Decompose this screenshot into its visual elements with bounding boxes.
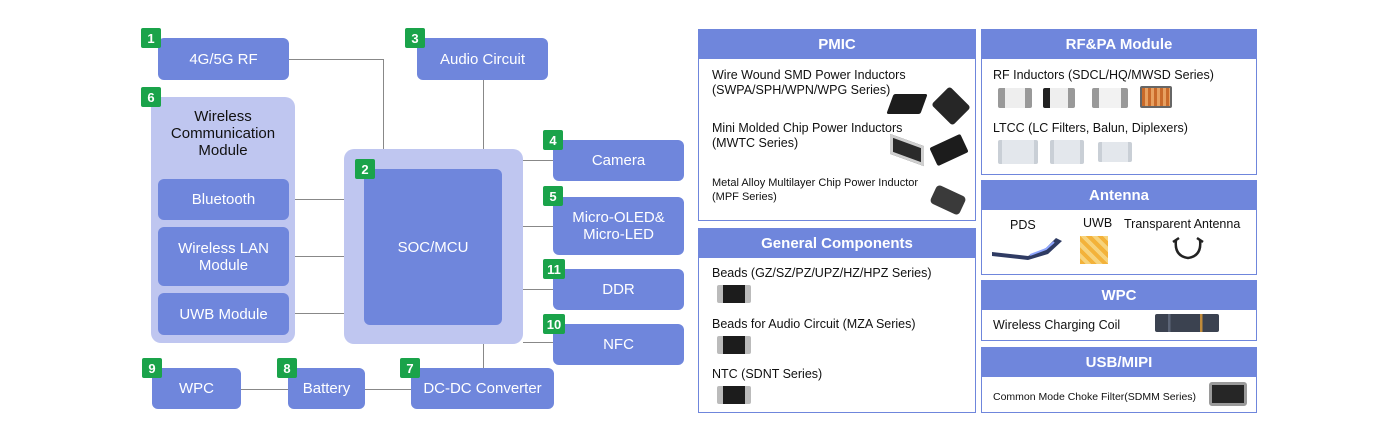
choke-filter-image xyxy=(1209,382,1247,406)
general-item-1: Beads (GZ/SZ/PZ/UPZ/HZ/HPZ Series) xyxy=(712,266,932,280)
badge-1: 1 xyxy=(141,28,161,48)
rfpa-header: RF&PA Module xyxy=(982,30,1256,59)
rf-inductor-image xyxy=(1092,88,1128,108)
bead-image xyxy=(717,336,751,354)
wpc-header: WPC xyxy=(982,281,1256,310)
wpc-label: WPC xyxy=(179,380,214,397)
soc-mcu-label: SOC/MCU xyxy=(397,238,469,256)
rf-label: 4G/5G RF xyxy=(189,50,258,68)
badge-8: 8 xyxy=(277,358,297,378)
dcdc-block: DC-DC Converter xyxy=(411,368,554,409)
badge-9: 9 xyxy=(142,358,162,378)
rf-inductor-image xyxy=(1140,86,1172,108)
connector xyxy=(523,289,553,290)
wireless-lan-block: Wireless LAN Module xyxy=(158,227,289,286)
usb-mipi-header: USB/MIPI xyxy=(982,348,1256,377)
pmic-item-3: Metal Alloy Multilayer Chip Power Induct… xyxy=(712,177,919,203)
wireless-module-title: Wireless Communication Module xyxy=(170,108,276,159)
inductor-image xyxy=(886,94,928,114)
pds-antenna-image xyxy=(992,238,1062,260)
bluetooth-block: Bluetooth xyxy=(158,179,289,220)
nfc-label: NFC xyxy=(603,336,634,353)
connector xyxy=(289,199,344,200)
audio-circuit-block: Audio Circuit xyxy=(417,38,548,80)
pmic-item-1: Wire Wound SMD Power Inductors (SWPA/SPH… xyxy=(712,68,906,97)
pmic-header: PMIC xyxy=(699,30,975,59)
badge-5: 5 xyxy=(543,186,563,206)
rf-block: 4G/5G RF xyxy=(158,38,289,80)
usb-mipi-item: Common Mode Choke Filter(SDMM Series) xyxy=(993,391,1197,403)
general-item-3: NTC (SDNT Series) xyxy=(712,367,823,381)
general-panel: General Components xyxy=(698,228,976,413)
wpc-block: WPC xyxy=(152,368,241,409)
badge-3: 3 xyxy=(405,28,425,48)
badge-2: 2 xyxy=(355,159,375,179)
wpc-item: Wireless Charging Coil xyxy=(993,318,1121,332)
audio-circuit-label: Audio Circuit xyxy=(439,50,526,68)
soc-mcu-block: SOC/MCU xyxy=(364,169,502,325)
charging-coil-image xyxy=(1155,314,1219,332)
nfc-block: NFC xyxy=(553,324,684,365)
bead-image xyxy=(717,285,751,303)
pmic-panel: PMIC xyxy=(698,29,976,221)
connector xyxy=(383,59,384,149)
pmic-item-2: Mini Molded Chip Power Inductors (MWTC S… xyxy=(712,121,903,150)
ddr-label: DDR xyxy=(602,281,635,298)
connector xyxy=(483,344,484,370)
antenna-panel: Antenna xyxy=(981,180,1257,275)
connector xyxy=(289,59,383,60)
badge-10: 10 xyxy=(543,314,565,334)
badge-6: 6 xyxy=(141,87,161,107)
connector xyxy=(523,342,553,343)
battery-label: Battery xyxy=(302,380,351,397)
badge-11: 11 xyxy=(543,259,565,279)
camera-block: Camera xyxy=(553,140,684,181)
general-header: General Components xyxy=(699,229,975,258)
connector xyxy=(289,256,344,257)
connector xyxy=(523,160,553,161)
dcdc-label: DC-DC Converter xyxy=(423,380,542,397)
antenna-header: Antenna xyxy=(982,181,1256,210)
rfpa-item-1: RF Inductors (SDCL/HQ/MWSD Series) xyxy=(993,68,1214,82)
general-item-2: Beads for Audio Circuit (MZA Series) xyxy=(712,317,916,331)
ltcc-image xyxy=(1050,140,1084,164)
uwb-module-label: UWB Module xyxy=(179,305,268,323)
transparent-antenna-image xyxy=(1172,236,1204,260)
rf-inductor-image xyxy=(998,88,1032,108)
antenna-uwb-label: UWB xyxy=(1083,216,1113,230)
connector xyxy=(365,389,411,390)
connector xyxy=(289,313,344,314)
micro-oled-block: Micro-OLED& Micro-LED xyxy=(553,197,684,255)
rfpa-item-2: LTCC (LC Filters, Balun, Diplexers) xyxy=(993,121,1188,135)
connector xyxy=(523,226,553,227)
battery-block: Battery xyxy=(288,368,365,409)
uwb-module-block: UWB Module xyxy=(158,293,289,335)
bluetooth-label: Bluetooth xyxy=(191,191,256,208)
camera-label: Camera xyxy=(591,152,646,169)
rf-inductor-image xyxy=(1043,88,1075,108)
connector xyxy=(483,79,484,149)
ltcc-image xyxy=(998,140,1038,164)
antenna-transparent-label: Transparent Antenna xyxy=(1124,217,1241,231)
connector xyxy=(241,389,288,390)
ddr-block: DDR xyxy=(553,269,684,310)
uwb-antenna-image xyxy=(1080,236,1108,264)
antenna-pds-label: PDS xyxy=(1010,218,1036,232)
ntc-image xyxy=(717,386,751,404)
ltcc-image xyxy=(1098,142,1132,162)
badge-7: 7 xyxy=(400,358,420,378)
badge-4: 4 xyxy=(543,130,563,150)
